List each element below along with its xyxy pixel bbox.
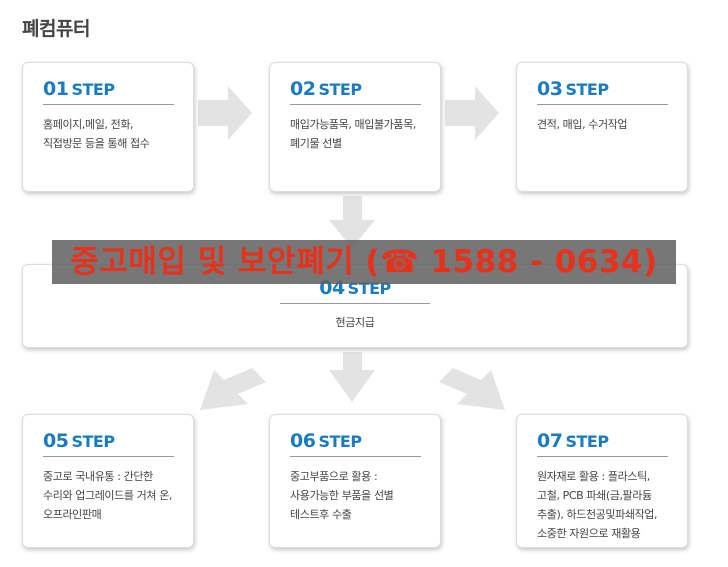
page-title: 폐컴퓨터 [22, 18, 90, 40]
arrow-down-icon [329, 352, 375, 402]
banner-text: 중고매입 및 보안폐기 (☎ 1588 - 0634) [70, 244, 658, 280]
divider [537, 456, 668, 457]
step-description: 중고로 국내유통 : 간단한 수리와 업그레이드를 거쳐 온, 오프라인판매 [43, 470, 173, 521]
step-description: 매입가능품목, 매입불가품목, 폐기물 선별 [290, 118, 416, 150]
step-description: 홈페이지,메일, 전화, 직접방문 등을 통해 접수 [43, 118, 150, 150]
arrow-down-icon [329, 196, 375, 248]
divider [43, 104, 174, 105]
step-description: 현금지급 [335, 316, 375, 329]
step-description: 원자재로 활용 : 플라스틱, 고철, PCB 파쇄(금,팔라듐 추출), 하드… [537, 470, 658, 540]
divider [290, 456, 421, 457]
divider [43, 456, 174, 457]
arrow-down-left-icon [200, 368, 266, 410]
divider [537, 104, 668, 105]
watermark-banner: 중고매입 및 보안폐기 (☎ 1588 - 0634) [52, 240, 676, 284]
arrow-right-icon [445, 86, 499, 140]
divider [280, 303, 430, 304]
divider [290, 104, 421, 105]
arrow-right-icon [198, 86, 252, 140]
step-description: 중고부품으로 활용 : 사용가능한 부품을 선별 테스트후 수출 [290, 470, 394, 521]
arrow-down-right-icon [439, 368, 505, 410]
step-description: 견적, 매입, 수거작업 [537, 118, 628, 131]
